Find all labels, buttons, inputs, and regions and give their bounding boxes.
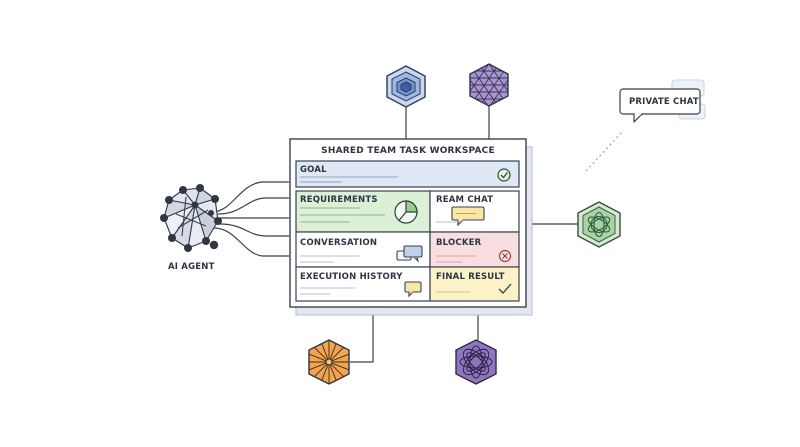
purple-knot-hexagon-node — [455, 339, 497, 385]
speech-bubbles-icon — [396, 245, 423, 263]
blue-hexagon-node — [386, 65, 426, 108]
green-hexagon-node — [577, 201, 621, 248]
goal-section — [295, 160, 520, 188]
error-x-icon — [498, 249, 512, 263]
goal-label: GOAL — [300, 165, 327, 175]
execution-history-label: EXECUTION HISTORY — [300, 272, 403, 282]
chat-bubble-icon — [404, 281, 422, 298]
dotted-connector — [585, 131, 623, 172]
private-chat-label: PRIVATE CHAT — [629, 97, 699, 107]
checkmark-icon — [498, 283, 512, 294]
orange-hexagon-node — [308, 339, 350, 385]
workspace-title: SHARED TEAM TASK WORKSPACE — [321, 146, 495, 156]
check-circle-icon — [497, 168, 511, 182]
chat-bubble-icon — [451, 206, 485, 227]
pie-chart-icon — [394, 200, 418, 224]
ai-agent-polyhedron-icon — [160, 184, 222, 252]
requirements-label: REQUIREMENTS — [300, 195, 378, 205]
workspace-panel — [289, 138, 533, 316]
conversation-label: CONVERSATION — [300, 238, 378, 248]
ai-agent-label: AI AGENT — [168, 262, 215, 272]
blocker-label: BLOCKER — [436, 238, 482, 248]
connector-lines — [211, 106, 578, 363]
private-chat-bubble — [619, 79, 706, 123]
team-chat-label: REAM CHAT — [436, 195, 494, 205]
final-result-label: FINAL RESULT — [436, 272, 505, 282]
final-result-section — [429, 266, 520, 302]
